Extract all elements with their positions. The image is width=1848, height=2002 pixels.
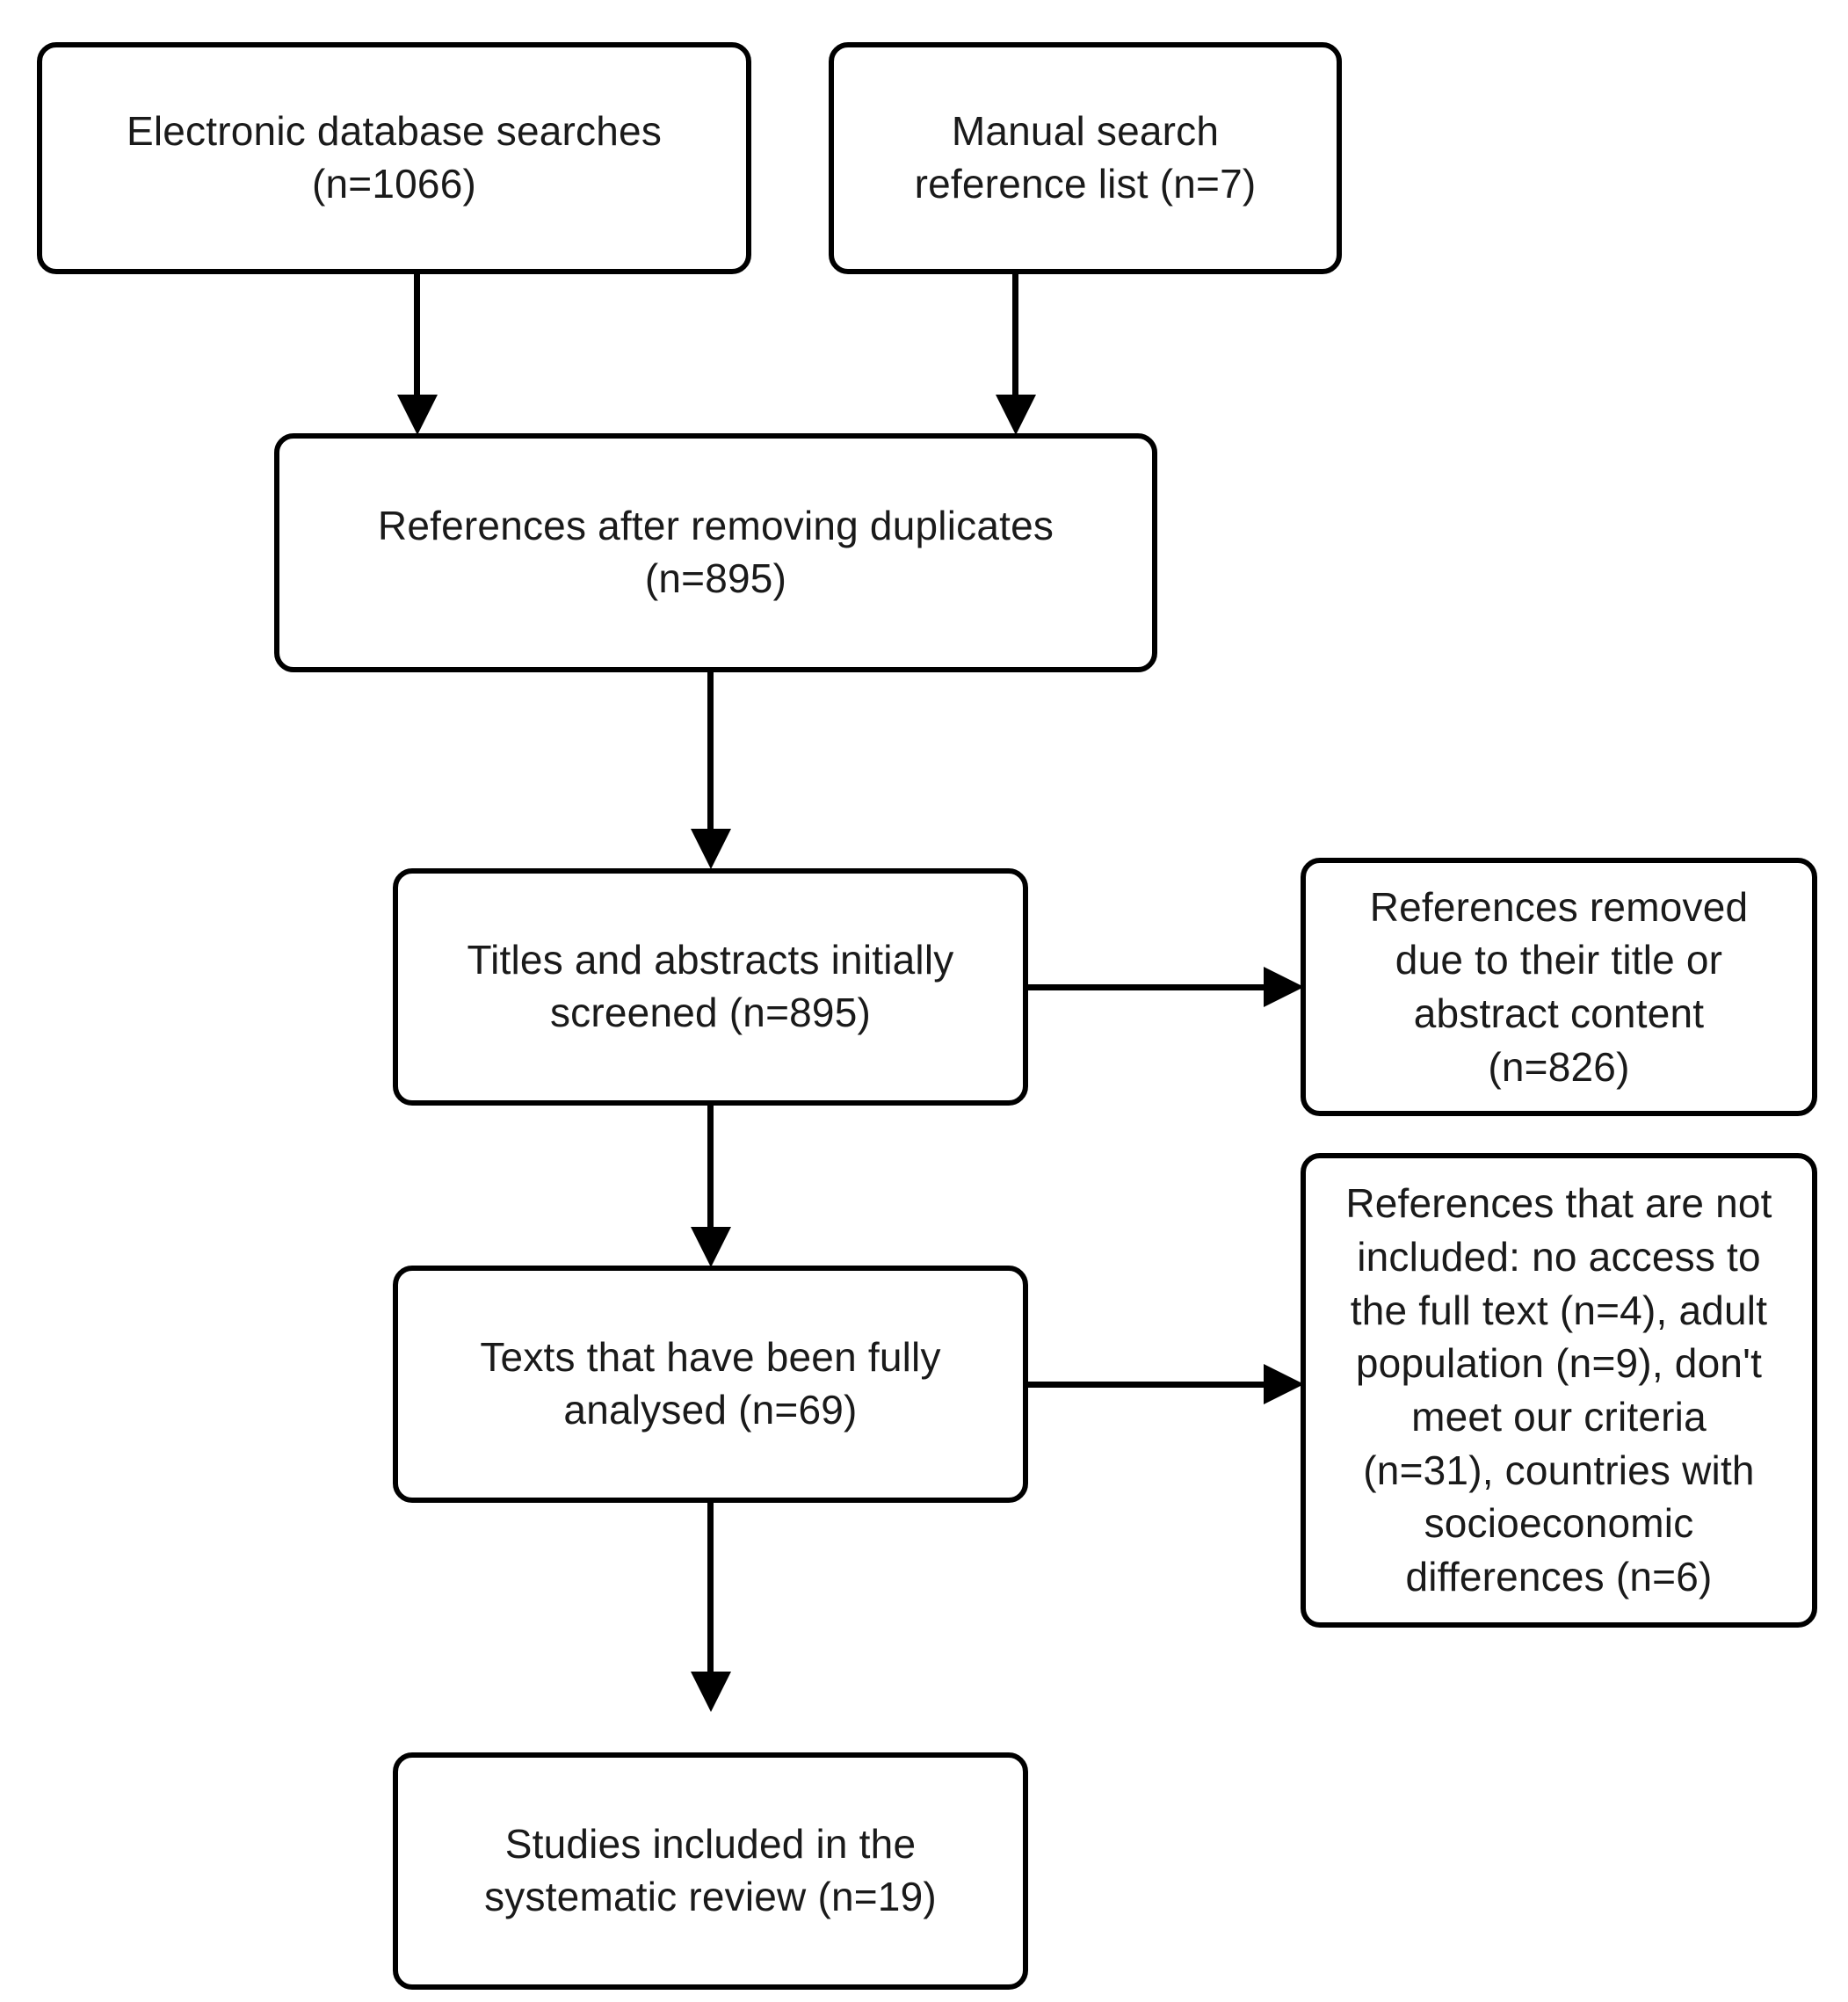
- node-label: Texts that have been fully analysed (n=6…: [480, 1334, 941, 1433]
- node-references-after-removing-duplicates: References after removing duplicates (n=…: [274, 433, 1157, 672]
- node-references-not-included: References that are not included: no acc…: [1301, 1153, 1817, 1628]
- connector-line: [1028, 984, 1267, 990]
- arrowhead-icon: [1264, 967, 1304, 1007]
- node-studies-included: Studies included in the systematic revie…: [393, 1752, 1028, 1990]
- node-label: Manual search reference list (n=7): [914, 108, 1257, 207]
- connector-line: [707, 672, 714, 831]
- connector-line: [1012, 274, 1018, 396]
- node-label: References that are not included: no acc…: [1345, 1180, 1772, 1600]
- node-label: Electronic database searches (n=1066): [126, 108, 663, 207]
- node-electronic-database-searches: Electronic database searches (n=1066): [37, 42, 751, 274]
- connector-line: [414, 274, 420, 396]
- node-texts-fully-analysed: Texts that have been fully analysed (n=6…: [393, 1266, 1028, 1503]
- node-label: References removed due to their title or…: [1369, 883, 1749, 1090]
- arrowhead-icon: [397, 395, 438, 435]
- connector-line: [1028, 1382, 1267, 1388]
- node-label: References after removing duplicates (n=…: [377, 503, 1054, 601]
- arrowhead-icon: [996, 395, 1036, 435]
- arrowhead-icon: [1264, 1364, 1304, 1404]
- arrowhead-icon: [691, 1672, 731, 1712]
- arrowhead-icon: [691, 829, 731, 869]
- connector-line: [707, 1106, 714, 1229]
- connector-line: [707, 1503, 714, 1673]
- node-label: Studies included in the systematic revie…: [484, 1821, 937, 1919]
- node-label: Titles and abstracts initially screened …: [467, 937, 954, 1035]
- node-titles-and-abstracts-screened: Titles and abstracts initially screened …: [393, 868, 1028, 1106]
- node-references-removed-title-abstract: References removed due to their title or…: [1301, 858, 1817, 1116]
- node-manual-search-reference-list: Manual search reference list (n=7): [829, 42, 1342, 274]
- arrowhead-icon: [691, 1227, 731, 1267]
